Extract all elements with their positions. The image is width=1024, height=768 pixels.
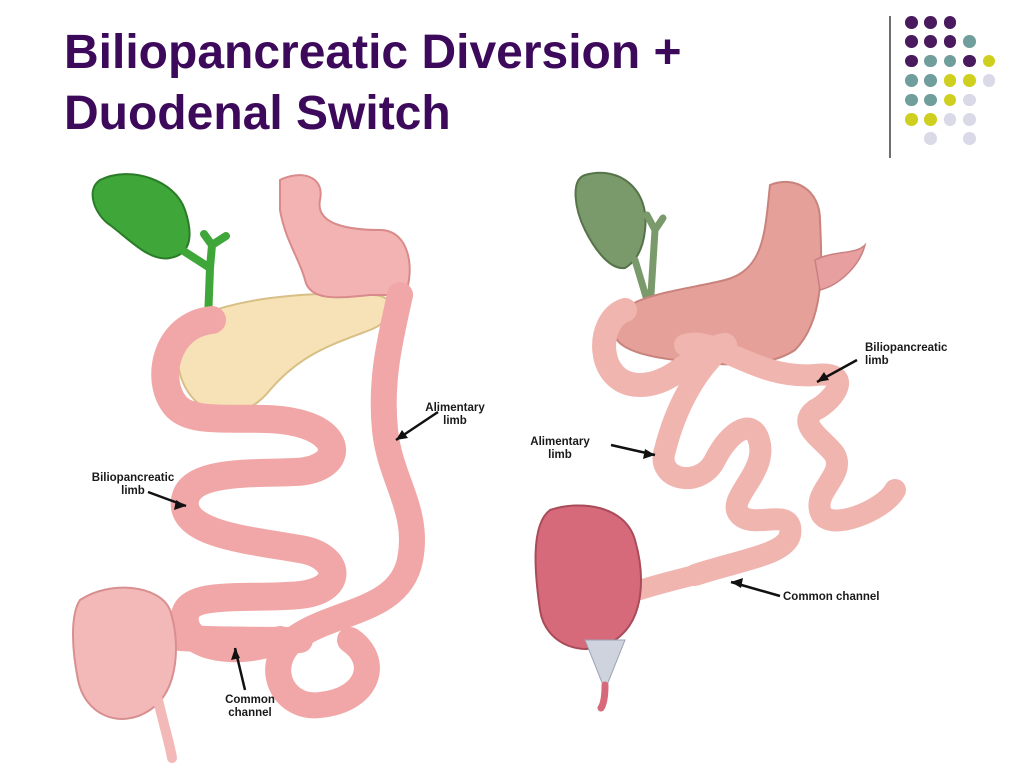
right-common-channel bbox=[630, 565, 705, 600]
decorative-dot bbox=[963, 35, 976, 48]
right-anatomy-figure: Biliopancreatic limb Alimentary limb Com… bbox=[525, 170, 1005, 712]
decorative-dot bbox=[924, 93, 937, 107]
decorative-dot bbox=[924, 35, 937, 48]
decorative-dot bbox=[905, 113, 918, 126]
right-stomach-fundus-shape bbox=[814, 242, 867, 291]
decorative-dot bbox=[963, 132, 976, 145]
right-mesentery-shape bbox=[584, 639, 626, 692]
decorative-dot bbox=[905, 54, 918, 68]
decorative-dot bbox=[963, 54, 976, 68]
decorative-dot bbox=[963, 93, 976, 107]
right-biliopancreatic-limb-label: Biliopancreatic limb bbox=[865, 342, 948, 367]
colon-shape bbox=[72, 586, 177, 720]
decorative-dot bbox=[924, 54, 937, 68]
pancreas-shape bbox=[176, 292, 393, 415]
left-common-channel bbox=[167, 625, 313, 653]
decorative-dot bbox=[924, 113, 937, 126]
left-anatomy-illustration bbox=[72, 173, 439, 763]
right-colon-shape bbox=[534, 504, 642, 650]
decorative-dot bbox=[943, 113, 957, 126]
left-intestine-loops bbox=[151, 306, 347, 663]
slide-title: Biliopancreatic Diversion + Duodenal Swi… bbox=[64, 22, 854, 144]
right-bile-duct-shape bbox=[631, 211, 667, 314]
gallbladder-shape bbox=[91, 173, 191, 260]
stomach-sleeve-shape bbox=[279, 174, 411, 299]
decorative-dot bbox=[905, 35, 918, 48]
decorative-dot bbox=[963, 74, 976, 87]
decorative-dot bbox=[905, 74, 918, 87]
right-common-channel-label: Common channel bbox=[783, 591, 880, 603]
left-biliopancreatic-limb-label: Biliopancreatic limb bbox=[91, 472, 175, 497]
decorative-dot-grid bbox=[905, 16, 1015, 162]
right-gallbladder-shape bbox=[574, 171, 647, 270]
decorative-dot bbox=[943, 35, 957, 48]
decorative-dot bbox=[905, 16, 918, 29]
left-alimentary-limb bbox=[265, 282, 425, 719]
decorative-dot bbox=[943, 16, 957, 29]
decorative-dot bbox=[963, 113, 976, 126]
decorative-dot bbox=[924, 16, 937, 29]
decorative-dot bbox=[924, 74, 937, 87]
right-alimentary-limb bbox=[652, 334, 802, 586]
decorative-dot bbox=[943, 74, 957, 87]
left-anatomy-figure: Alimentary limb Biliopancreatic limb Com… bbox=[70, 170, 485, 763]
slide-title-line-2: Duodenal Switch bbox=[64, 87, 451, 140]
decorative-dot bbox=[905, 93, 918, 107]
right-anatomy-illustration bbox=[534, 171, 906, 712]
right-appendix-shape bbox=[597, 681, 609, 712]
bile-duct-shape bbox=[178, 230, 230, 324]
left-alimentary-limb-label: Alimentary limb bbox=[425, 402, 485, 427]
decorative-dot bbox=[924, 132, 937, 145]
slide-title-line-1: Biliopancreatic Diversion + bbox=[64, 26, 682, 79]
appendix-shape bbox=[153, 695, 177, 763]
decorative-dot bbox=[943, 93, 957, 107]
decorative-dot bbox=[943, 54, 957, 68]
decorative-dot bbox=[982, 74, 996, 87]
decorative-dot bbox=[982, 54, 996, 68]
right-biliopancreatic-limb bbox=[674, 332, 906, 532]
right-alimentary-limb-label: Alimentary limb bbox=[530, 436, 590, 461]
left-common-channel-label: Common channel bbox=[225, 694, 275, 719]
title-divider-line bbox=[889, 16, 891, 158]
